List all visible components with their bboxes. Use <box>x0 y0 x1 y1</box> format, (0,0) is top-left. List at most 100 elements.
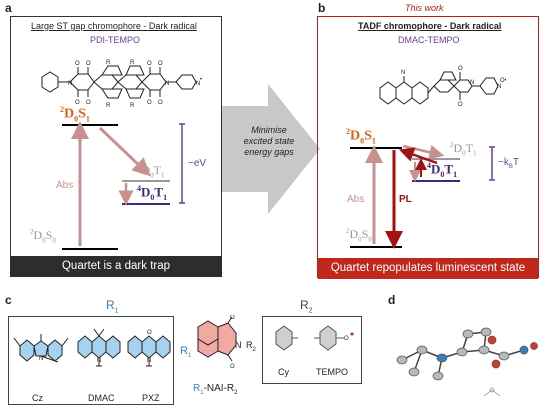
svg-text:R: R <box>106 103 111 109</box>
panel-c-r1-frame <box>8 316 174 405</box>
dmac-mid-ring <box>91 335 107 359</box>
core-name: R1-NAI-R2 <box>193 383 238 396</box>
svg-text:N: N <box>39 356 43 362</box>
panel-b-banner: Quartet repopulates luminescent state <box>318 258 538 279</box>
panel-a-isc-arrow <box>98 126 151 177</box>
crystal-o-atom-1 <box>487 335 497 345</box>
svg-text:R: R <box>106 60 111 66</box>
acceptor-label-tempo: TEMPO <box>316 367 349 377</box>
panel-a-banner: Quartet is a dark trap <box>10 256 222 277</box>
panel-b-abs-label: Abs <box>347 194 365 205</box>
svg-text:N: N <box>497 84 501 90</box>
dmac-tempo-structure: N OO N NO• <box>379 66 506 108</box>
tempo-ring <box>319 325 337 351</box>
donor-label-dmac: DMAC <box>88 393 115 403</box>
minimise-gap-arrow <box>222 84 320 214</box>
svg-text:N: N <box>470 80 474 86</box>
panel-c-letter: c <box>5 293 12 307</box>
panel-b-risc-arrow <box>398 147 438 165</box>
crystal-structure <box>396 327 538 397</box>
panel-a-abs-label: Abs <box>56 180 74 191</box>
svg-text:O: O <box>158 61 163 67</box>
svg-text:O: O <box>147 100 152 106</box>
panel-b-pl-label: PL <box>399 194 412 205</box>
svg-text:O: O <box>147 330 152 336</box>
svg-text:O: O <box>158 100 163 106</box>
svg-text:O: O <box>344 336 349 342</box>
core-r1-label: R1 <box>180 345 192 360</box>
svg-text:R: R <box>130 60 135 66</box>
panel-b-state-ground: 2D0S0 <box>346 227 372 244</box>
svg-text:N: N <box>68 81 72 87</box>
svg-text:O: O <box>230 315 235 321</box>
panel-b-level-ground <box>350 246 402 248</box>
svg-text:O: O <box>86 100 91 106</box>
panel-c-r1-heading: R1 <box>106 298 119 315</box>
panel-a-letter: a <box>5 1 12 15</box>
panel-b-isc-arrow <box>402 144 445 160</box>
pxz-left-ring <box>127 335 143 359</box>
svg-text:R: R <box>130 103 135 109</box>
nai-core-structure: OO <box>197 315 237 370</box>
svg-text:O: O <box>230 364 235 370</box>
svg-text:O: O <box>458 66 463 72</box>
svg-text:•: • <box>200 77 202 83</box>
panel-b-letter: b <box>318 1 326 15</box>
donor-label-pxz: PXZ <box>142 393 160 403</box>
panel-b-molecule-name: DMAC-TEMPO <box>398 35 460 45</box>
svg-text:O: O <box>147 61 152 67</box>
donor-structures: N N O N <box>13 328 171 367</box>
crystal-axes <box>483 387 501 397</box>
panel-a-title: Large ST gap chromophore - Dark radical <box>31 21 197 31</box>
panel-b-state-quartet: 4D0T1 <box>427 161 458 179</box>
panel-a-gap-label: ~eV <box>188 158 207 169</box>
panel-b-level-quartet <box>412 180 460 182</box>
crystal-o-atom-3 <box>530 342 538 350</box>
cz-right-ring <box>47 339 63 362</box>
panel-b-this-work: This work <box>405 3 444 13</box>
dmac-left-ring <box>77 335 93 359</box>
acceptor-structures: O <box>275 325 354 351</box>
panel-c-r2-heading: R2 <box>300 298 313 315</box>
core-n-label: N <box>235 340 242 350</box>
svg-text:O: O <box>458 102 463 108</box>
crystal-n-atom <box>436 353 448 363</box>
panel-b-state-d0s1: 2D0S1 <box>346 127 376 146</box>
svg-text:N: N <box>147 358 151 364</box>
panel-d-letter: d <box>388 293 396 307</box>
crystal-n-atom-2 <box>519 345 529 355</box>
svg-text:O: O <box>75 61 80 67</box>
panel-a-state-d0s1: 2D0S1 <box>60 105 90 124</box>
dmac-right-ring <box>105 335 121 359</box>
svg-text:N: N <box>196 81 200 87</box>
pxz-right-ring <box>155 335 171 359</box>
svg-text:O•: O• <box>500 78 506 84</box>
panel-a-level-d0t1 <box>122 180 170 182</box>
minimise-gap-text: Minimise excited state energy gaps <box>243 125 295 157</box>
panel-a-level-quartet <box>122 203 170 205</box>
crystal-o-atom-2 <box>491 359 501 369</box>
panel-a-molecule-name: PDI-TEMPO <box>90 35 141 45</box>
panel-b-state-d0t1: 2D0T1 <box>450 141 477 158</box>
panel-b-title: TADF chromophore - Dark radical <box>358 21 502 31</box>
panel-b-gap-label: ~kBT <box>498 157 519 170</box>
cz-pyrrole <box>33 340 49 357</box>
cy-ring <box>275 325 293 351</box>
panel-a-state-quartet: 4D0T1 <box>137 184 168 202</box>
acceptor-label-cy: Cy <box>278 367 289 377</box>
panel-a-level-ground <box>62 248 118 250</box>
panel-a-level-d0s1 <box>62 124 118 126</box>
svg-text:N: N <box>165 81 169 87</box>
donor-label-cz: Cz <box>32 393 43 403</box>
svg-text:N: N <box>97 358 101 364</box>
panel-a-state-ground: 2D0S0 <box>30 228 56 245</box>
svg-text:N: N <box>401 70 405 76</box>
nai-imide-ring <box>217 322 237 356</box>
cz-left-ring <box>19 339 35 362</box>
core-r2-label: R2 <box>246 340 256 353</box>
pxz-mid-ring <box>141 335 157 359</box>
panel-c-r2-frame <box>262 316 362 384</box>
